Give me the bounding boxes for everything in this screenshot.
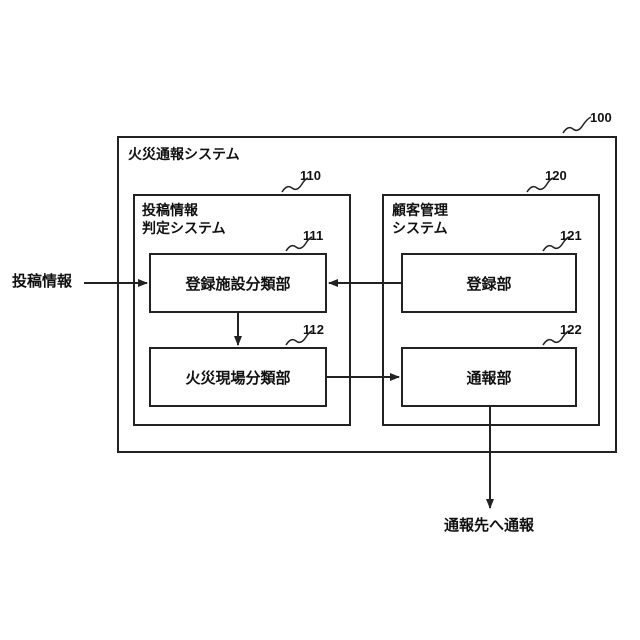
registration-unit-box: 登録部 [401,253,577,313]
notify-destination-output-label: 通報先へ通報 [444,516,534,534]
system-ref-number: 100 [590,110,612,125]
fire-scene-classifier-box: 火災現場分類部 [149,347,327,407]
notification-unit-box: 通報部 [401,347,577,407]
registration-unit-label: 登録部 [466,273,511,294]
registered-facility-classifier-label: 登録施設分類部 [185,273,290,294]
notification-unit-ref: 122 [560,322,582,337]
fire-report-system-title: 火災通報システム [128,146,240,164]
fire-scene-classifier-label: 火災現場分類部 [185,367,290,388]
notification-unit-label: 通報部 [466,367,511,388]
post-judgment-system-title-line2: 判定システム [142,220,226,238]
judgment-system-ref-number: 110 [300,168,321,183]
customer-system-ref-number: 120 [545,168,567,183]
customer-management-system-title-line1: 顧客管理 [392,202,448,220]
registered-facility-classifier-box: 登録施設分類部 [149,253,327,313]
registration-unit-ref: 121 [560,228,582,243]
ref-100-leader [563,117,591,133]
registered-facility-classifier-ref: 111 [303,228,323,243]
post-judgment-system-title-line1: 投稿情報 [142,202,198,220]
fire-scene-classifier-ref: 112 [303,322,324,337]
customer-management-system-title-line2: システム [392,220,448,238]
post-info-input-label: 投稿情報 [12,272,72,290]
